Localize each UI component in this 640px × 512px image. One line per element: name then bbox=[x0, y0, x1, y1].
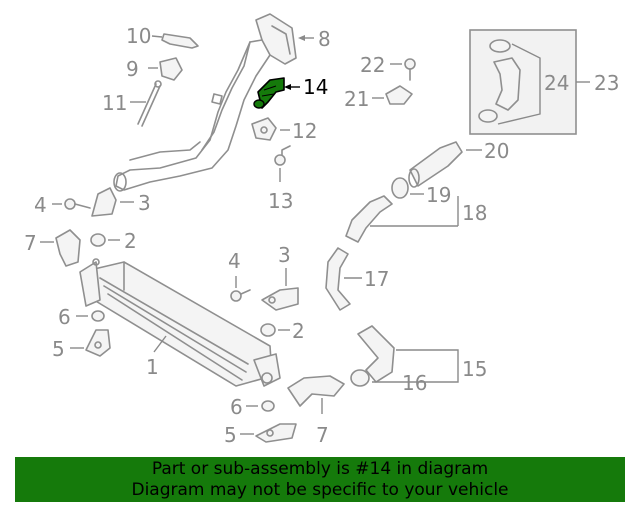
callout-2-top: 2 bbox=[124, 229, 137, 253]
callout-24: 24 bbox=[544, 71, 569, 95]
part-6-mount-left bbox=[91, 310, 105, 322]
callout-6-left: 6 bbox=[58, 305, 71, 329]
callout-5-bottom: 5 bbox=[224, 423, 237, 447]
part-6-mount-bottom bbox=[261, 400, 275, 412]
part-14-hose-highlighted bbox=[253, 77, 285, 109]
callout-5-left: 5 bbox=[52, 337, 65, 361]
part-21-bracket bbox=[385, 85, 413, 105]
callout-23: 23 bbox=[594, 71, 619, 95]
callout-21: 21 bbox=[344, 87, 369, 111]
part-1-intercooler bbox=[79, 258, 281, 387]
callout-16: 16 bbox=[402, 371, 427, 395]
part-5-bracket-bottom bbox=[255, 423, 297, 443]
callout-19: 19 bbox=[426, 183, 451, 207]
callout-4-left: 4 bbox=[34, 193, 47, 217]
part-10-bracket bbox=[161, 33, 199, 49]
part-4-bolt-left bbox=[64, 198, 91, 210]
part-11-rod bbox=[137, 80, 162, 127]
callout-14: 14 bbox=[303, 75, 328, 99]
callout-10: 10 bbox=[126, 24, 151, 48]
part-15-hose bbox=[357, 325, 395, 383]
callout-2-right: 2 bbox=[292, 319, 305, 343]
part-2-mount-top bbox=[90, 233, 106, 247]
part-9-clip bbox=[159, 57, 183, 81]
part-3-bracket-right bbox=[261, 287, 299, 311]
part-8-intake-duct bbox=[113, 13, 297, 192]
part-4-bolt-right bbox=[230, 289, 251, 302]
callout-11: 11 bbox=[102, 91, 127, 115]
info-banner: Part or sub-assembly is #14 in diagram D… bbox=[15, 457, 625, 502]
callout-13: 13 bbox=[268, 189, 293, 213]
callout-9: 9 bbox=[126, 57, 139, 81]
callout-8: 8 bbox=[318, 27, 331, 51]
callout-1: 1 bbox=[146, 355, 159, 379]
part-17-hose bbox=[325, 247, 351, 311]
part-12-bracket bbox=[251, 117, 277, 141]
part-16-clamp bbox=[350, 369, 370, 387]
part-5-bracket-left bbox=[85, 329, 111, 357]
banner-line-1: Part or sub-assembly is #14 in diagram bbox=[151, 459, 489, 479]
parts-diagram: 8 10 9 11 14 12 13 22 bbox=[24, 13, 619, 447]
part-7-hose-top bbox=[55, 229, 81, 267]
part-3-bracket-left bbox=[91, 187, 117, 217]
banner-line-2: Diagram may not be specific to your vehi… bbox=[131, 480, 509, 500]
part-22-bolt bbox=[404, 58, 416, 81]
part-18-hose bbox=[345, 195, 393, 243]
part-20-pipe bbox=[408, 141, 463, 188]
callout-7-bottom: 7 bbox=[316, 423, 329, 447]
callout-15: 15 bbox=[462, 357, 487, 381]
callout-7-top: 7 bbox=[24, 231, 37, 255]
part-7-hose-bottom bbox=[287, 375, 345, 407]
callout-17: 17 bbox=[364, 267, 389, 291]
callout-18: 18 bbox=[462, 201, 487, 225]
callout-3-right: 3 bbox=[278, 243, 291, 267]
callout-6-bottom: 6 bbox=[230, 395, 243, 419]
part-2-mount-right bbox=[260, 323, 276, 337]
callout-12: 12 bbox=[292, 119, 317, 143]
part-13-bolt bbox=[274, 145, 291, 166]
callout-22: 22 bbox=[360, 53, 385, 77]
callout-3-left: 3 bbox=[138, 191, 151, 215]
callout-4-right: 4 bbox=[228, 249, 241, 273]
part-19-clamp bbox=[391, 177, 409, 199]
callout-20: 20 bbox=[484, 139, 509, 163]
